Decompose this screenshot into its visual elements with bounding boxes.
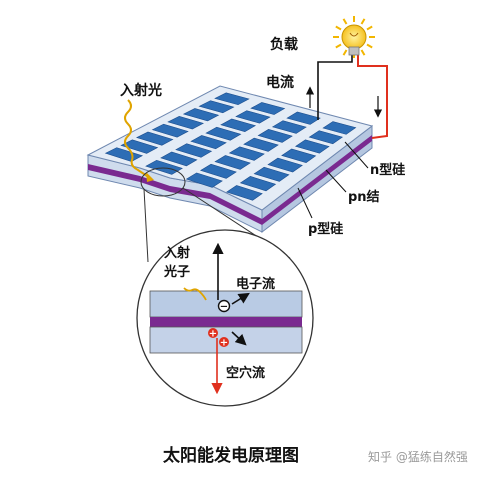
bulb-ray	[360, 18, 366, 25]
solar-cell	[220, 118, 257, 133]
solar-cell	[151, 123, 189, 138]
solar-cell	[167, 116, 204, 130]
hole-sign-2: +	[220, 338, 228, 349]
solar-cell	[294, 139, 330, 154]
hole-icon: + +	[208, 328, 229, 349]
bulb-ray	[335, 43, 342, 49]
label-incident-photon-2: 光子	[163, 264, 190, 280]
label-electron-flow: 电子流	[236, 276, 275, 292]
incident-light-arrowhead	[146, 172, 154, 182]
solar-cell	[205, 126, 242, 141]
zoom-line-left	[143, 188, 149, 263]
solar-cell	[198, 100, 235, 114]
solar-cell	[145, 159, 183, 175]
solar-cell	[267, 157, 303, 173]
label-current: 电流	[266, 74, 294, 91]
solar-cell	[281, 148, 317, 163]
electron-flow-arrow	[231, 292, 250, 305]
junction-layer	[150, 317, 302, 327]
label-p-si: p型硅	[308, 221, 343, 237]
solar-cell	[160, 151, 198, 167]
solar-cell	[226, 185, 263, 201]
solar-cell	[253, 166, 290, 182]
solar-cell	[185, 172, 223, 188]
zoom-source-ellipse	[140, 167, 186, 197]
electron-icon: −	[217, 299, 231, 313]
solar-cell	[271, 120, 307, 134]
solar-cell	[200, 163, 237, 179]
label-load: 负载	[270, 36, 298, 53]
solar-cell	[120, 139, 159, 154]
solar-cell	[243, 137, 279, 152]
bulb-ray	[366, 43, 373, 49]
label-n-si: n型硅	[370, 162, 405, 178]
bulb-ray	[360, 49, 366, 56]
solar-cell	[214, 92, 250, 106]
solar-cell	[239, 176, 277, 192]
diagram-title: 太阳能发电原理图	[163, 445, 299, 466]
solar-cell	[175, 143, 213, 158]
wire-black	[317, 52, 353, 120]
leader-n-si	[344, 141, 369, 169]
solar-cell	[250, 102, 286, 115]
incident-light-ray	[124, 99, 151, 179]
solar-cell	[190, 135, 227, 150]
zoom-detail: − + +	[136, 229, 314, 407]
solar-cell	[228, 146, 265, 161]
bulb-ray	[342, 49, 348, 56]
bulb-ray	[342, 18, 348, 25]
bulb-ray	[335, 25, 342, 31]
label-hole-flow: 空穴流	[226, 365, 265, 381]
hole-sign-1: +	[209, 329, 217, 340]
solar-cell	[308, 130, 344, 145]
light-bulb-icon	[333, 16, 375, 58]
solar-panel	[86, 85, 374, 234]
solar-cell	[235, 110, 271, 124]
watermark: 知乎 @猛练自然强	[368, 449, 468, 464]
leader-pn	[325, 169, 347, 193]
solar-cell	[214, 155, 251, 170]
electron-sign: −	[220, 302, 228, 313]
solar-cell	[322, 121, 357, 135]
label-incident-light: 入射光	[120, 82, 162, 99]
solar-cell	[257, 129, 293, 143]
photon-ray	[183, 287, 207, 301]
solar-cell	[286, 111, 321, 125]
leader-p-si	[297, 187, 313, 219]
bulb-ray	[366, 25, 373, 31]
panel-junction-front	[88, 135, 372, 225]
label-incident-photon-1: 入射	[164, 245, 190, 261]
solar-cell	[136, 131, 174, 146]
hole-flow-arrow	[231, 331, 247, 346]
panel-cells	[104, 92, 357, 201]
circuit	[305, 16, 388, 139]
wire-red	[357, 52, 388, 139]
label-pn-junction: pn结	[348, 189, 380, 205]
solar-cell	[182, 108, 220, 122]
